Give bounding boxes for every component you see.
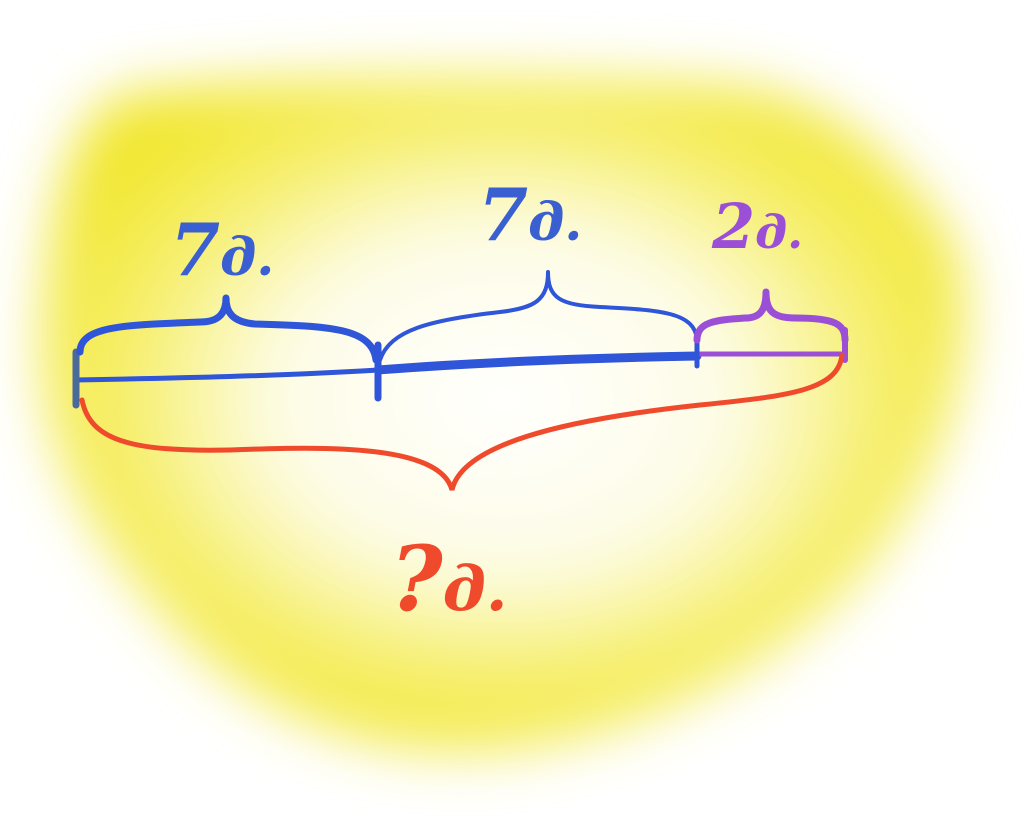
brace-segment-1 [76, 294, 380, 364]
brace-total [79, 352, 845, 491]
segment-3-label: 2д. [711, 190, 803, 263]
brace-segment-3 [693, 288, 849, 344]
segment-2-line [373, 351, 702, 375]
segment-2-label: 7д. [478, 172, 582, 257]
background-glow [42, 76, 965, 751]
brace-segment-2 [378, 270, 699, 362]
segment-line [72, 327, 848, 409]
total-label: ?д. [390, 526, 507, 632]
segment-1-line [72, 367, 381, 383]
segment-1-label: 7д. [170, 207, 274, 292]
